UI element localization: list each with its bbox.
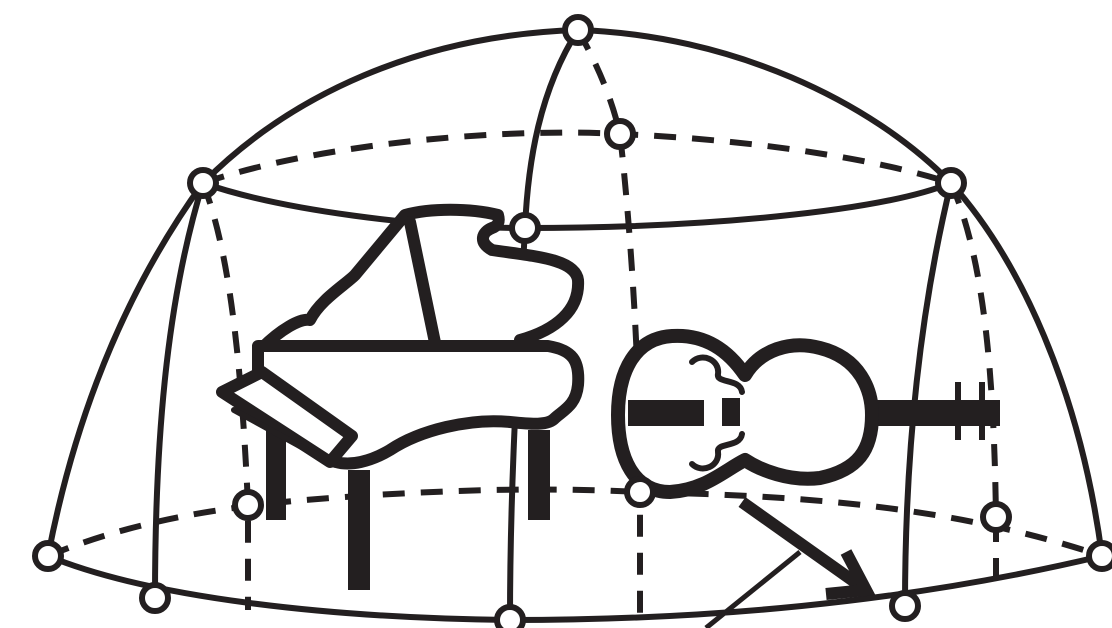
- node-base-back-right: [980, 501, 1012, 533]
- node-base-front-left: [139, 582, 171, 614]
- dome-visible-lines: [45, 27, 1105, 623]
- grand-piano-icon: [216, 203, 585, 590]
- violin-f-hole-bottom: [689, 431, 745, 472]
- top-ring-front: [200, 180, 954, 231]
- base-ellipse-front: [45, 553, 1105, 623]
- piano-keyboard-keys: [231, 407, 321, 459]
- violin-tailpiece: [628, 400, 704, 426]
- meridian-front-right: [902, 180, 954, 609]
- top-ring-back: [202, 129, 952, 186]
- node-apex: [562, 14, 594, 46]
- piano-leg-front: [348, 470, 370, 590]
- base-ellipse-back: [46, 486, 1103, 559]
- node-base-back-left: [232, 489, 264, 521]
- piano-keyboard: [216, 366, 358, 468]
- meridian-back-left: [200, 181, 251, 610]
- speaker-nodes: [32, 14, 1112, 628]
- node-base-front-right: [889, 590, 921, 622]
- violin-f-hole-top: [689, 354, 745, 395]
- direction-arrow-icon: [704, 497, 876, 628]
- violin-bridge: [722, 398, 740, 426]
- arrow-shaft: [738, 497, 870, 595]
- node-ring-back: [604, 118, 636, 150]
- node-ring-right: [935, 167, 967, 199]
- meridian-back-right: [948, 181, 999, 590]
- arrow-stand: [704, 550, 802, 628]
- violin-body: [611, 328, 879, 499]
- node-base-front-center: [494, 604, 526, 628]
- node-base-left: [32, 540, 64, 572]
- node-ring-front: [509, 212, 541, 244]
- violin-icon: [611, 328, 1000, 499]
- meridian-front-left: [152, 180, 206, 601]
- meridian-back-center: [575, 28, 643, 620]
- piano-leg-right: [528, 430, 550, 520]
- node-base-right: [1086, 540, 1112, 572]
- node-base-back-center: [624, 476, 656, 508]
- piano-leg-left: [266, 420, 286, 520]
- node-ring-left: [187, 167, 219, 199]
- dome-hidden-lines: [46, 28, 1103, 620]
- arrow-head: [825, 549, 876, 600]
